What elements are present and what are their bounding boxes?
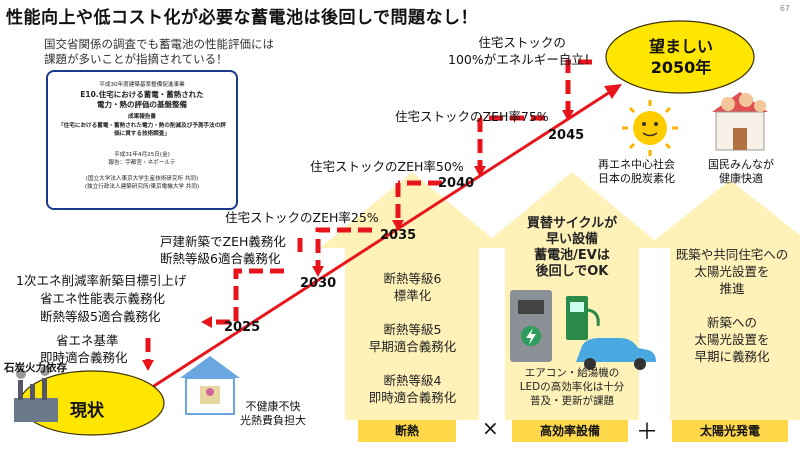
equipment-note: エアコン・給湯機の LEDの高効率化は十分 普及・更新が課題 [519, 367, 625, 407]
page-number: 67 [779, 4, 790, 13]
sun-icon [622, 100, 678, 156]
doc-line: 平成30年度建築基準整備促進事業 [99, 82, 185, 88]
doc-line: (国立大学法人東京大学生産技術研究所 共同) [85, 176, 199, 182]
doc-line: 「住宅における蓄電・蓄熱された電力・熱の削減及び予測手法の評 [58, 123, 226, 129]
goal-year: 2050年 [650, 58, 712, 77]
survey-note: 国交省関係の調査でも蓄電池の性能評価には 課題が多いことが指摘されている！ [44, 37, 274, 66]
milestone-2030-b: 断熱等級6適合義務化 [160, 251, 281, 266]
doc-line: 成果報告書 [128, 114, 156, 120]
milestone-2025-c: 断熱等級5適合義務化 [40, 309, 161, 324]
goal-bubble [605, 20, 755, 94]
people-caption: 国民みんなが 健康快適 [708, 158, 774, 185]
equipment-text: 買替サイクルが 早い設備 蓄電池/EVは 後回しでOK [526, 216, 618, 279]
dashed-steps [145, 59, 592, 360]
milestone-zeh25: 住宅ストックのZEH率25% [225, 210, 379, 225]
society-caption: 再エネ中心社会 日本の脱炭素化 [598, 158, 675, 185]
coal-label: 石炭火力依存 [4, 362, 67, 374]
house-caption: 不健康不快 光熱費負担大 [240, 400, 306, 427]
house-icon [180, 356, 240, 415]
trend-arrowhead [604, 84, 622, 99]
goal-label: 望ましい [648, 37, 713, 56]
doc-line: 報告：宇都宮・ネポールテ [108, 160, 176, 166]
year-2030: 2030 [300, 276, 337, 291]
page-title: 性能向上や低コスト化が必要な蓄電池は後回しで問題なし！ [6, 8, 478, 28]
times-symbol: × [482, 416, 499, 440]
ev-charger-icon [566, 296, 600, 340]
solar-text: 既築や共同住宅への 太陽光設置を 推進 新築への 太陽光設置を 早期に義務化 [675, 247, 789, 364]
bottom-solar: 太陽光発電 [672, 420, 788, 442]
bottom-equipment: 高効率設備 [512, 420, 628, 442]
milestone-2030-a: 戸建新築でZEH義務化 [160, 234, 286, 249]
doc-line: (独立行政法人建築研究所/東京電機大学 共同) [84, 184, 200, 190]
doc-heading: 電力・熱の評価の基盤整備 [97, 100, 187, 109]
plus-symbol: ＋ [636, 420, 659, 445]
current-label: 現状 [70, 401, 104, 421]
insulation-arrow [320, 172, 504, 420]
factory-icon [14, 366, 58, 422]
battery-icon [510, 290, 552, 362]
year-2045: 2045 [548, 128, 585, 143]
year-2025: 2025 [224, 320, 261, 335]
milestone-2025-a: 1次エネ削減率新築目標引上げ [16, 273, 187, 288]
doc-heading: E10.住宅における蓄電・蓄熱された [80, 90, 204, 99]
bottom-insulation: 断熱 [358, 420, 456, 442]
milestone-zeh75: 住宅ストックのZEH率75% [395, 109, 549, 124]
milestone-2025-b: 省エネ性能表示義務化 [40, 291, 166, 306]
family-house-icon [712, 92, 768, 151]
milestone-now-a: 省エネ基準 [56, 333, 119, 348]
dashed-arrowheads [142, 110, 574, 371]
milestone-zeh50: 住宅ストックのZEH率50% [310, 159, 464, 174]
year-2040: 2040 [438, 176, 475, 191]
milestone-now-b: 即時適合義務化 [40, 350, 128, 365]
insulation-text: 断熱等級6 標準化 断熱等級5 早期適合義務化 断熱等級4 即時適合義務化 [368, 271, 457, 405]
trend-line [139, 90, 611, 397]
solar-arrow [645, 180, 800, 420]
year-2035: 2035 [380, 228, 417, 243]
doc-line: 価に資する技術調査」 [114, 131, 170, 137]
doc-line: 平成31年4月25日(金) [114, 152, 170, 158]
report-thumbnail: 平成30年度建築基準整備促進事業 E10.住宅における蓄電・蓄熱された 電力・熱… [46, 70, 238, 210]
milestone-100: 住宅ストックの 100%がエネルギー自立！ [448, 35, 597, 67]
ev-car-icon [576, 338, 656, 370]
